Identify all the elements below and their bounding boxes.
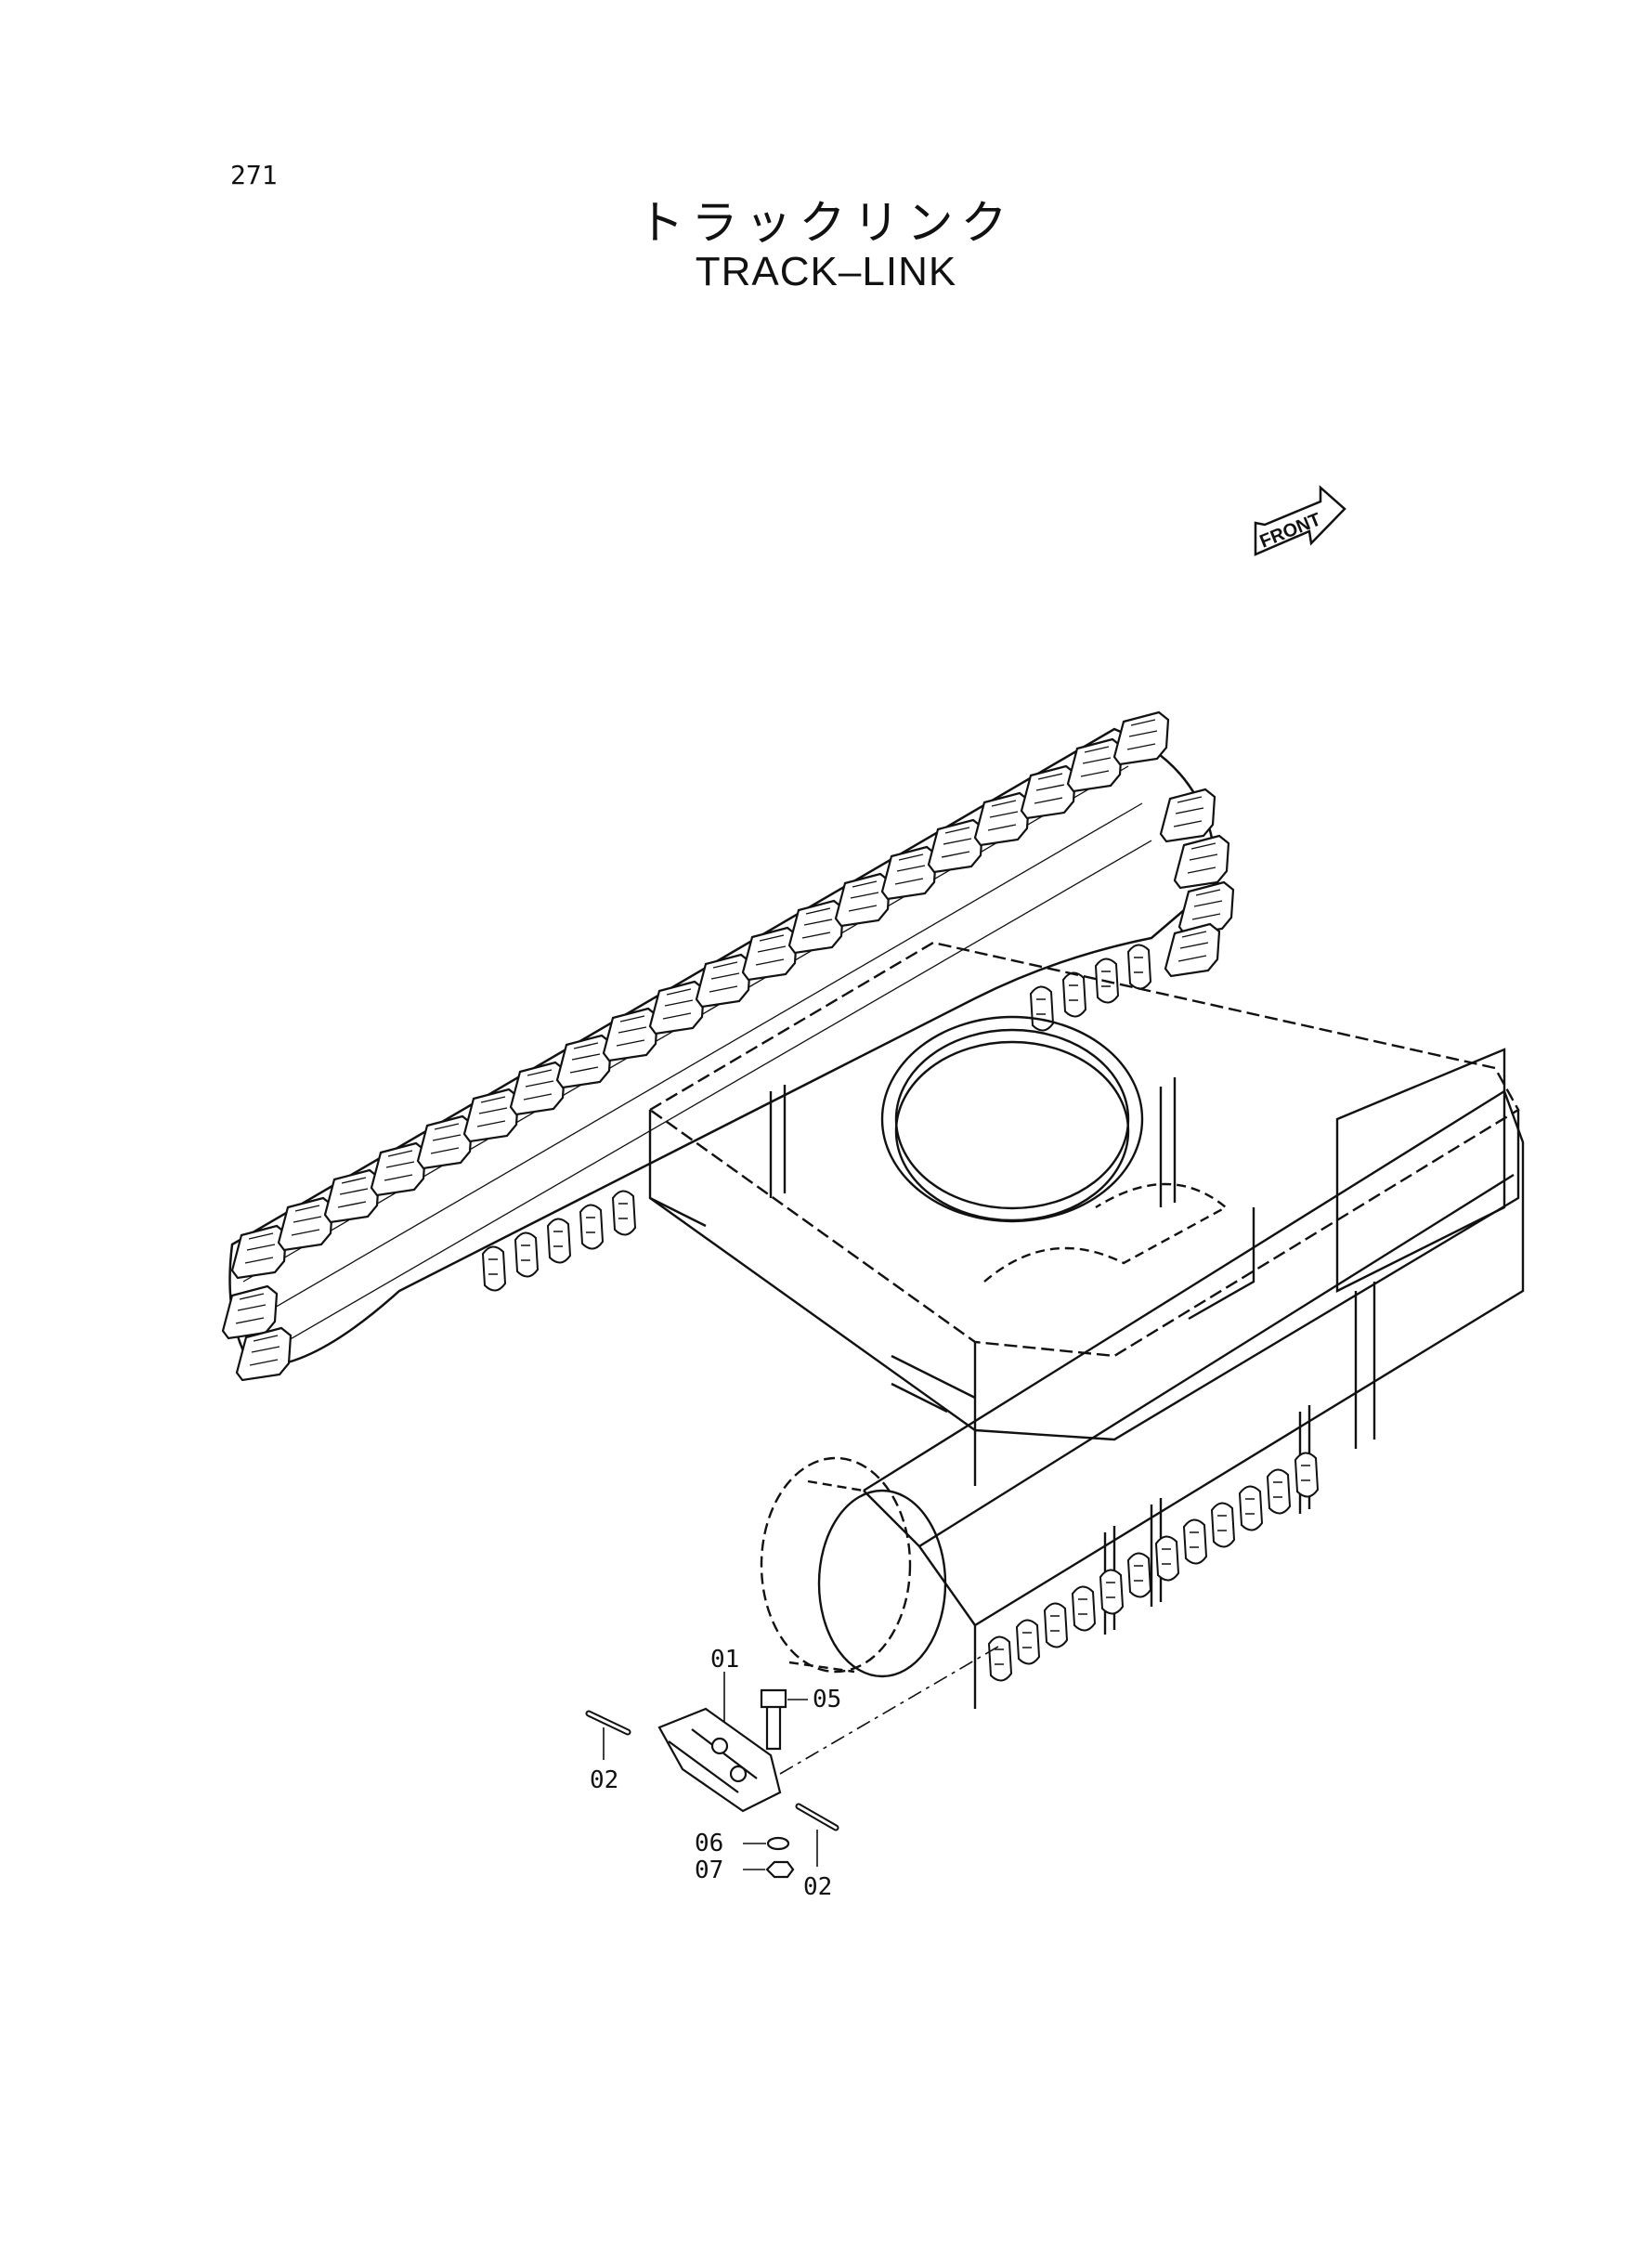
left-track-upper-run <box>221 710 1235 1382</box>
track-frame-carbody <box>647 941 1520 1486</box>
callout-05: 05 <box>813 1686 841 1713</box>
callout-02-right: 02 <box>803 1873 832 1901</box>
front-arrow-icon: FRONT <box>1254 485 1346 556</box>
right-track-frame <box>760 1089 1525 1709</box>
callout-02-left: 02 <box>590 1766 618 1794</box>
callout-07: 07 <box>695 1857 723 1884</box>
page-number: 271 <box>230 160 278 190</box>
right-track-lower-run <box>988 1452 1319 1682</box>
title-english: TRACK–LINK <box>695 249 957 294</box>
callout-leaders <box>603 1672 818 1870</box>
title-japanese: トラックリンク <box>637 196 1015 250</box>
callout-06: 06 <box>695 1830 723 1857</box>
callout-01: 01 <box>710 1646 739 1674</box>
leader-line <box>779 1643 1004 1775</box>
exploded-track-link <box>585 1688 839 1879</box>
